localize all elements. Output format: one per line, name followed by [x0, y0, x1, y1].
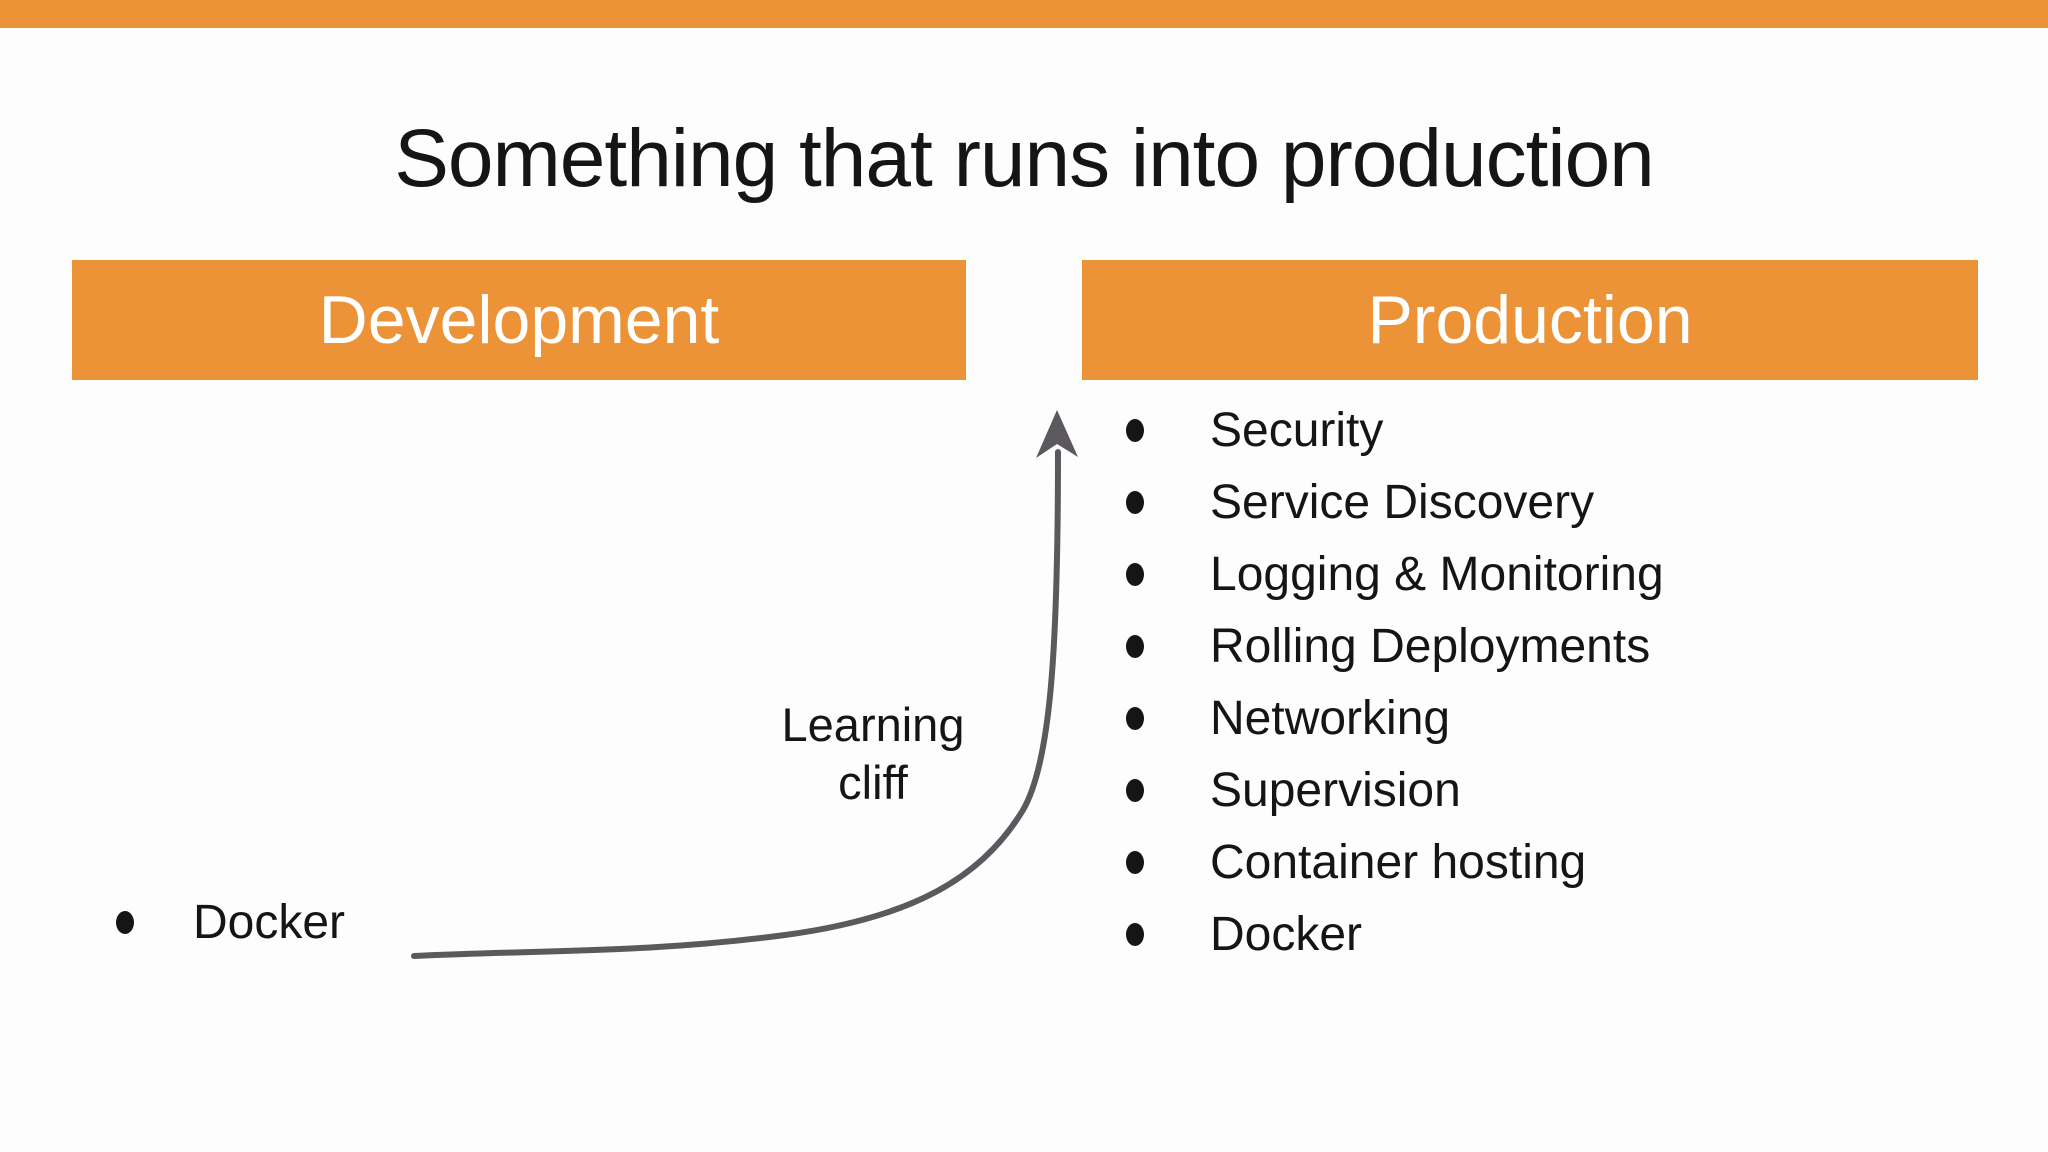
- slide-title: Something that runs into production: [394, 113, 1655, 204]
- list-item-label: Networking: [1210, 691, 1451, 745]
- list-item: Docker: [1126, 898, 1664, 970]
- list-item-label: Logging & Monitoring: [1210, 547, 1664, 601]
- list-item: Rolling Deployments: [1126, 610, 1664, 682]
- bullet-icon: [1126, 922, 1144, 946]
- bullet-icon: [1126, 634, 1144, 658]
- production-header-label: Production: [1367, 282, 1693, 358]
- bullet-icon: [1126, 418, 1144, 442]
- bullet-icon: [1126, 562, 1144, 586]
- list-item: Supervision: [1126, 754, 1664, 826]
- development-list: Docker: [116, 886, 345, 958]
- list-item-label: Docker: [193, 895, 346, 949]
- top-accent-bar: [0, 0, 2048, 28]
- production-list: Security Service Discovery Logging & Mon…: [1126, 394, 1664, 970]
- list-item-label: Rolling Deployments: [1210, 619, 1651, 673]
- learning-cliff-line1: Learning: [781, 698, 965, 751]
- learning-cliff-label: Learning cliff: [673, 696, 1073, 812]
- list-item: Docker: [116, 886, 345, 958]
- list-item-label: Docker: [1210, 907, 1363, 961]
- list-item-label: Supervision: [1210, 763, 1461, 817]
- development-header-label: Development: [318, 282, 720, 358]
- learning-cliff-line2: cliff: [838, 756, 908, 809]
- bullet-icon: [1126, 850, 1144, 874]
- list-item: Container hosting: [1126, 826, 1664, 898]
- production-header: Production: [1082, 260, 1978, 380]
- bullet-icon: [1126, 778, 1144, 802]
- list-item: Security: [1126, 394, 1664, 466]
- list-item-label: Container hosting: [1210, 835, 1587, 889]
- list-item: Logging & Monitoring: [1126, 538, 1664, 610]
- list-item: Networking: [1126, 682, 1664, 754]
- bullet-icon: [1126, 490, 1144, 514]
- development-header: Development: [72, 260, 966, 380]
- list-item: Service Discovery: [1126, 466, 1664, 538]
- arrowhead-icon: [1036, 410, 1078, 458]
- bullet-icon: [116, 910, 134, 934]
- list-item-label: Security: [1210, 403, 1384, 457]
- list-item-label: Service Discovery: [1210, 475, 1595, 529]
- bullet-icon: [1126, 706, 1144, 730]
